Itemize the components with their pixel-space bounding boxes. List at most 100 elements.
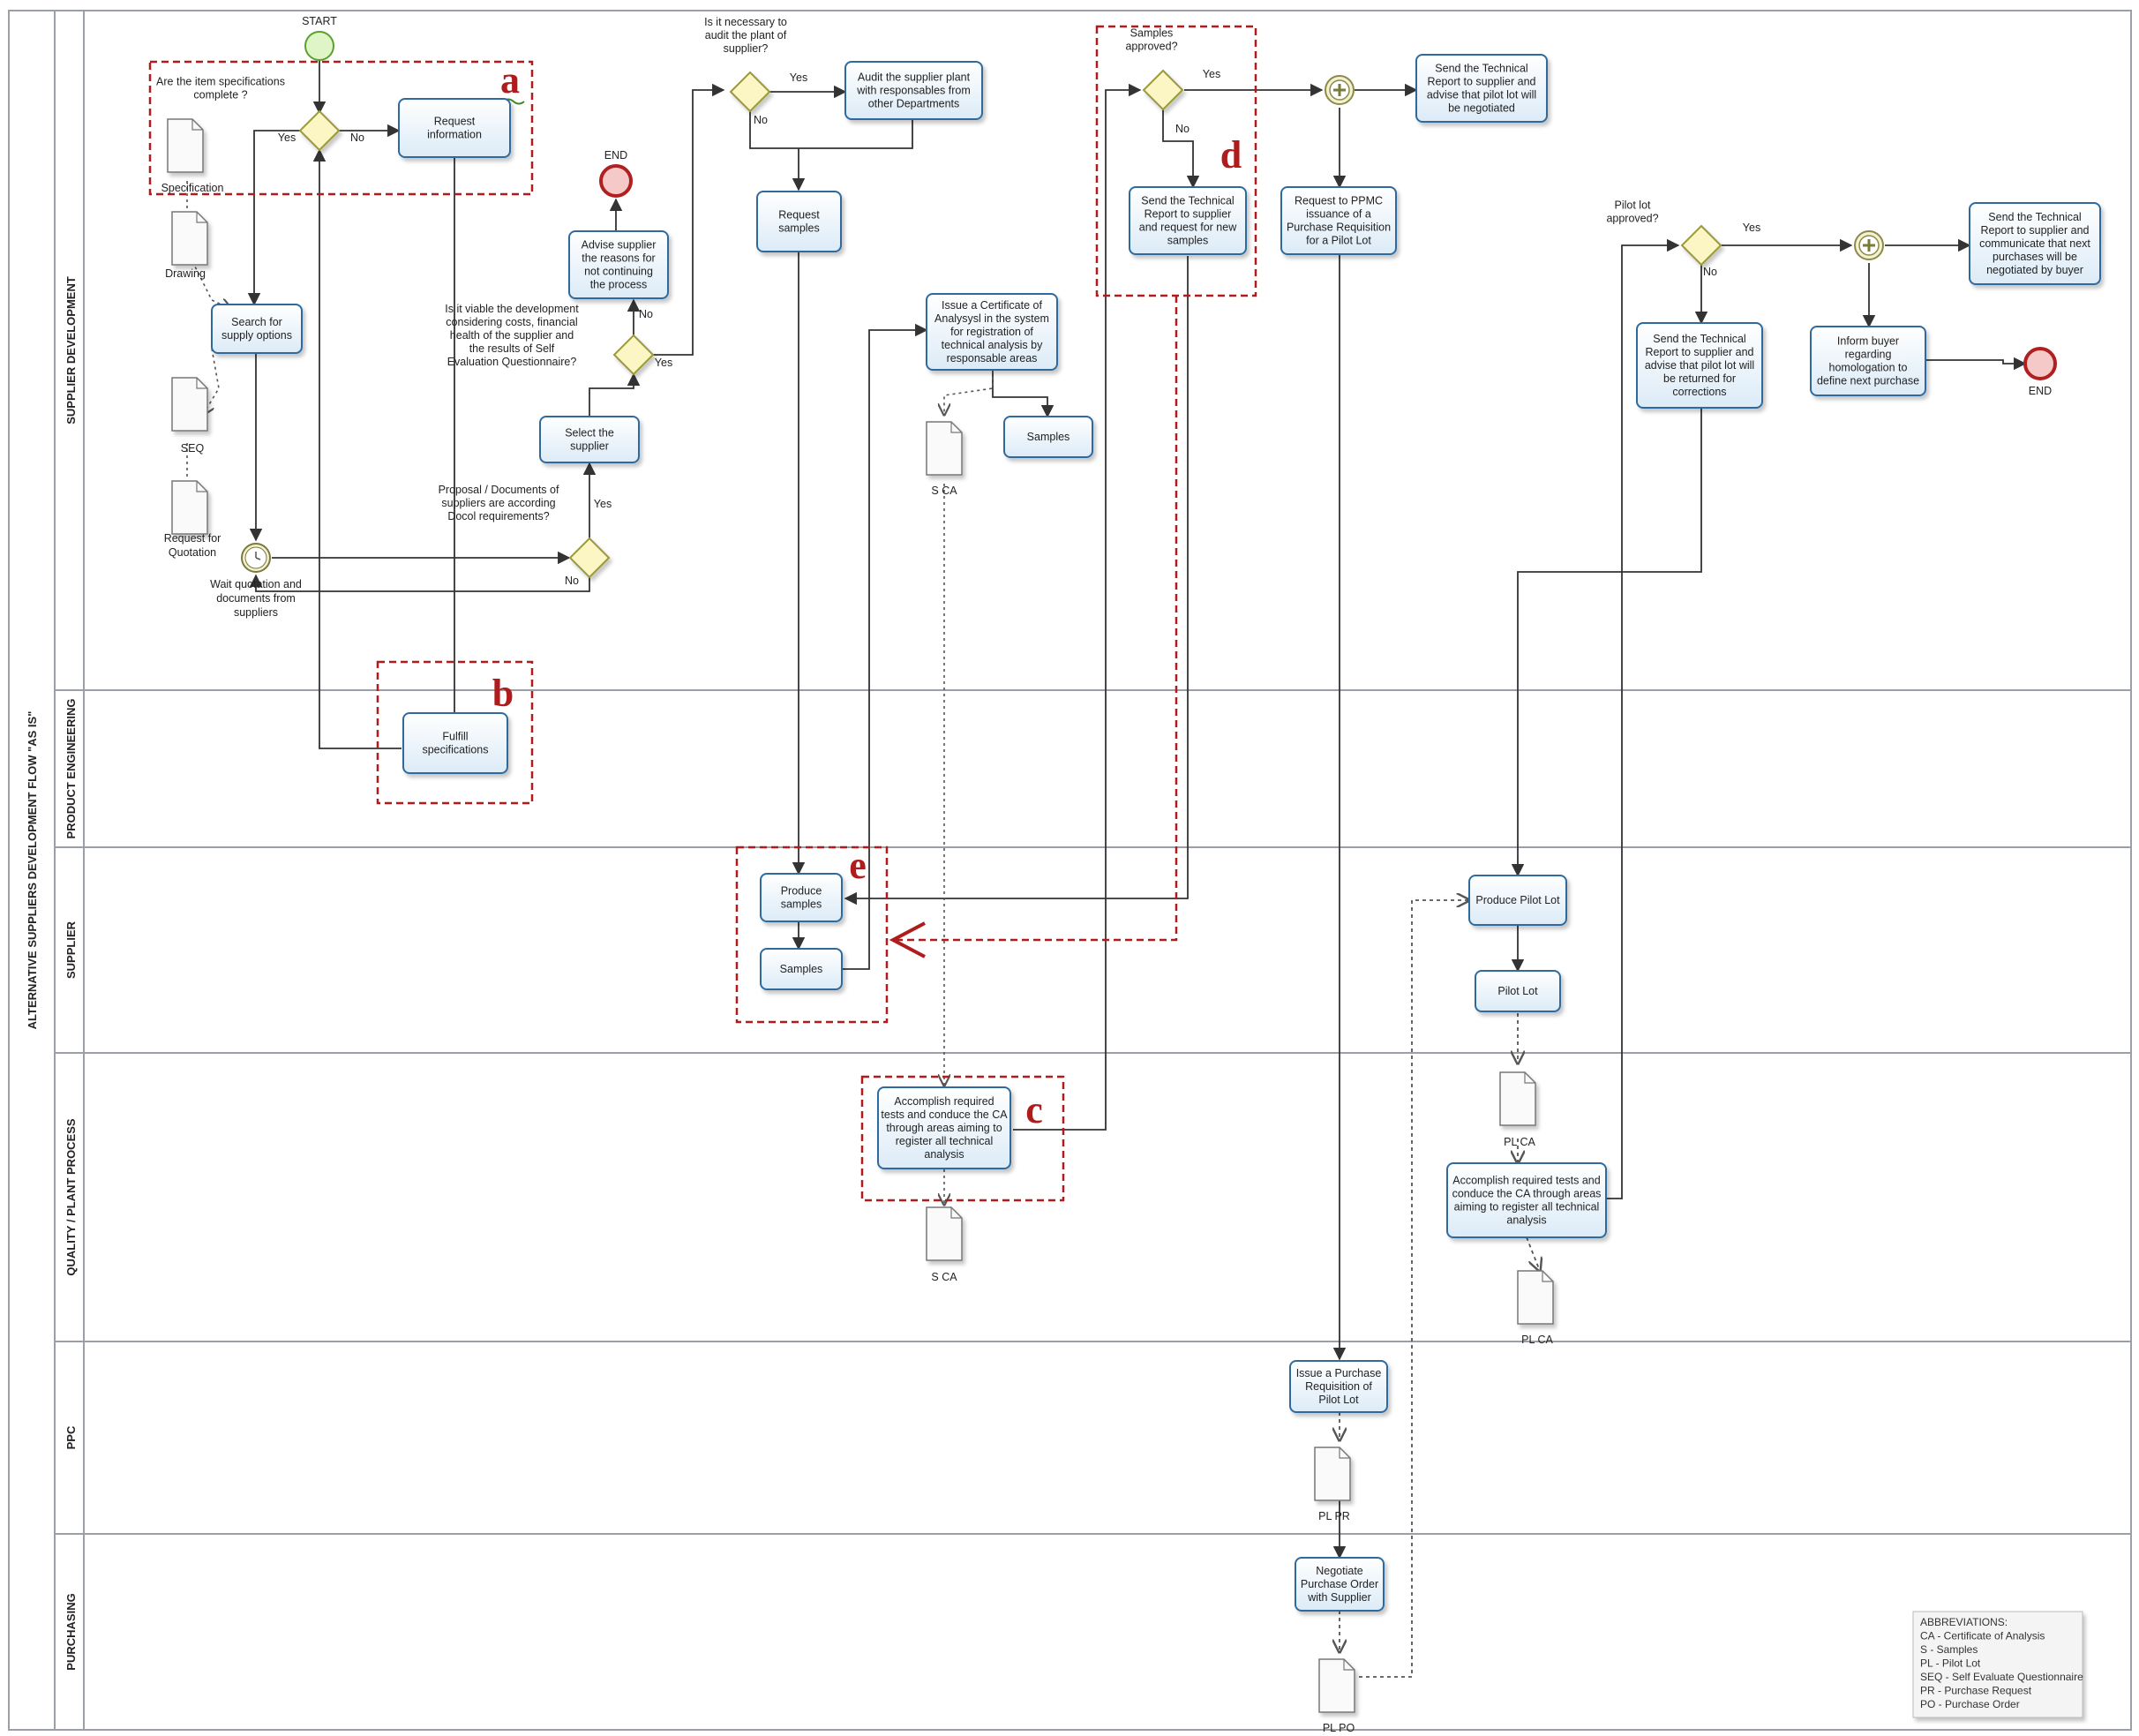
event-label: START: [302, 15, 337, 27]
event-label: END: [2029, 385, 2052, 397]
legend-line: SEQ - Self Evaluate Questionnaire: [1920, 1671, 2083, 1683]
pool-title: ALTERNATIVE SUPPLIERS DEVELOPMENT FLOW "…: [26, 711, 39, 1030]
legend-line: PO - Purchase Order: [1920, 1698, 2020, 1710]
flow-label-yes: Yes: [594, 498, 612, 510]
document-label: Specification: [161, 182, 224, 194]
legend-line: CA - Certificate of Analysis: [1920, 1630, 2045, 1642]
callout-letter-d: d: [1220, 133, 1242, 177]
callout-letter-c: c: [1025, 1088, 1043, 1131]
flow-label-yes: Yes: [655, 357, 672, 369]
callout-link-d-e: [893, 296, 1178, 942]
document-d_plca1: PL CA: [1499, 1071, 1536, 1148]
callout-arrowhead: [889, 921, 926, 958]
document-label: PL CA: [1504, 1136, 1535, 1148]
callout-letter-a: a: [500, 58, 520, 101]
document-d_seq: SEQ: [171, 377, 208, 455]
document-label: S CA: [931, 485, 957, 497]
lane-title-pe: PRODUCT ENGINEERING: [64, 699, 78, 839]
callout-letter-b: b: [492, 672, 514, 715]
document-d_drawing: Drawing: [165, 211, 208, 280]
task-label: Produce Pilot Lot: [1475, 894, 1560, 906]
start-event-start: START: [302, 15, 337, 61]
document-label: SEQ: [181, 442, 205, 455]
document-d_sca1: S CA: [926, 421, 963, 497]
flow-label-no: No: [754, 114, 768, 126]
legend-line: PR - Purchase Request: [1920, 1685, 2032, 1697]
document-label: S CA: [931, 1271, 957, 1283]
sequence-flows: [186, 60, 2027, 1678]
task-label: Samples: [780, 963, 823, 975]
flow-label-no: No: [1703, 266, 1717, 278]
legend-line: ABBREVIATIONS:: [1920, 1616, 2008, 1628]
flow-label-yes: Yes: [790, 71, 807, 84]
lane-title-sup: SUPPLIER: [64, 921, 78, 979]
flow-label-no: No: [1175, 123, 1190, 135]
callout-box-b: [376, 660, 534, 805]
document-label: Drawing: [165, 267, 206, 280]
flow-label-no: No: [565, 575, 579, 587]
task-t_samples_sup: Samples: [760, 948, 843, 990]
callout-box-c: [860, 1075, 1065, 1202]
flow-label-no: No: [639, 308, 653, 320]
lane-title-ppc: PPC: [64, 1425, 78, 1449]
document-d_plpr: PL PR: [1314, 1447, 1351, 1522]
document-label: PL PO: [1323, 1722, 1355, 1734]
callout-letter-e: e: [849, 844, 867, 887]
end-event-end2: END: [2023, 347, 2057, 397]
legend-line: S - Samples: [1920, 1643, 1978, 1656]
task-t_produce_pilot: Produce Pilot Lot: [1468, 875, 1567, 926]
lane-title-sd: SUPPLIER DEVELOPMENT: [64, 276, 78, 425]
document-label: PL CA: [1521, 1334, 1553, 1346]
legend-line: PL - Pilot Lot: [1920, 1657, 1981, 1670]
task-label: Pilot Lot: [1497, 985, 1538, 997]
flow-label-yes: Yes: [1743, 222, 1760, 234]
lane-title-qpp: QUALITY / PLANT PROCESS: [64, 1118, 78, 1275]
callout-highlights: [148, 25, 1257, 1202]
lane-title-pur: PURCHASING: [64, 1593, 78, 1670]
abbreviations-legend: ABBREVIATIONS: CA - Certificate of Analys…: [1912, 1611, 2083, 1718]
flow-label-yes: Yes: [278, 132, 296, 144]
event-label: END: [604, 149, 627, 162]
end-event-end1: END: [599, 149, 633, 198]
callout-box-e: [735, 845, 889, 1024]
